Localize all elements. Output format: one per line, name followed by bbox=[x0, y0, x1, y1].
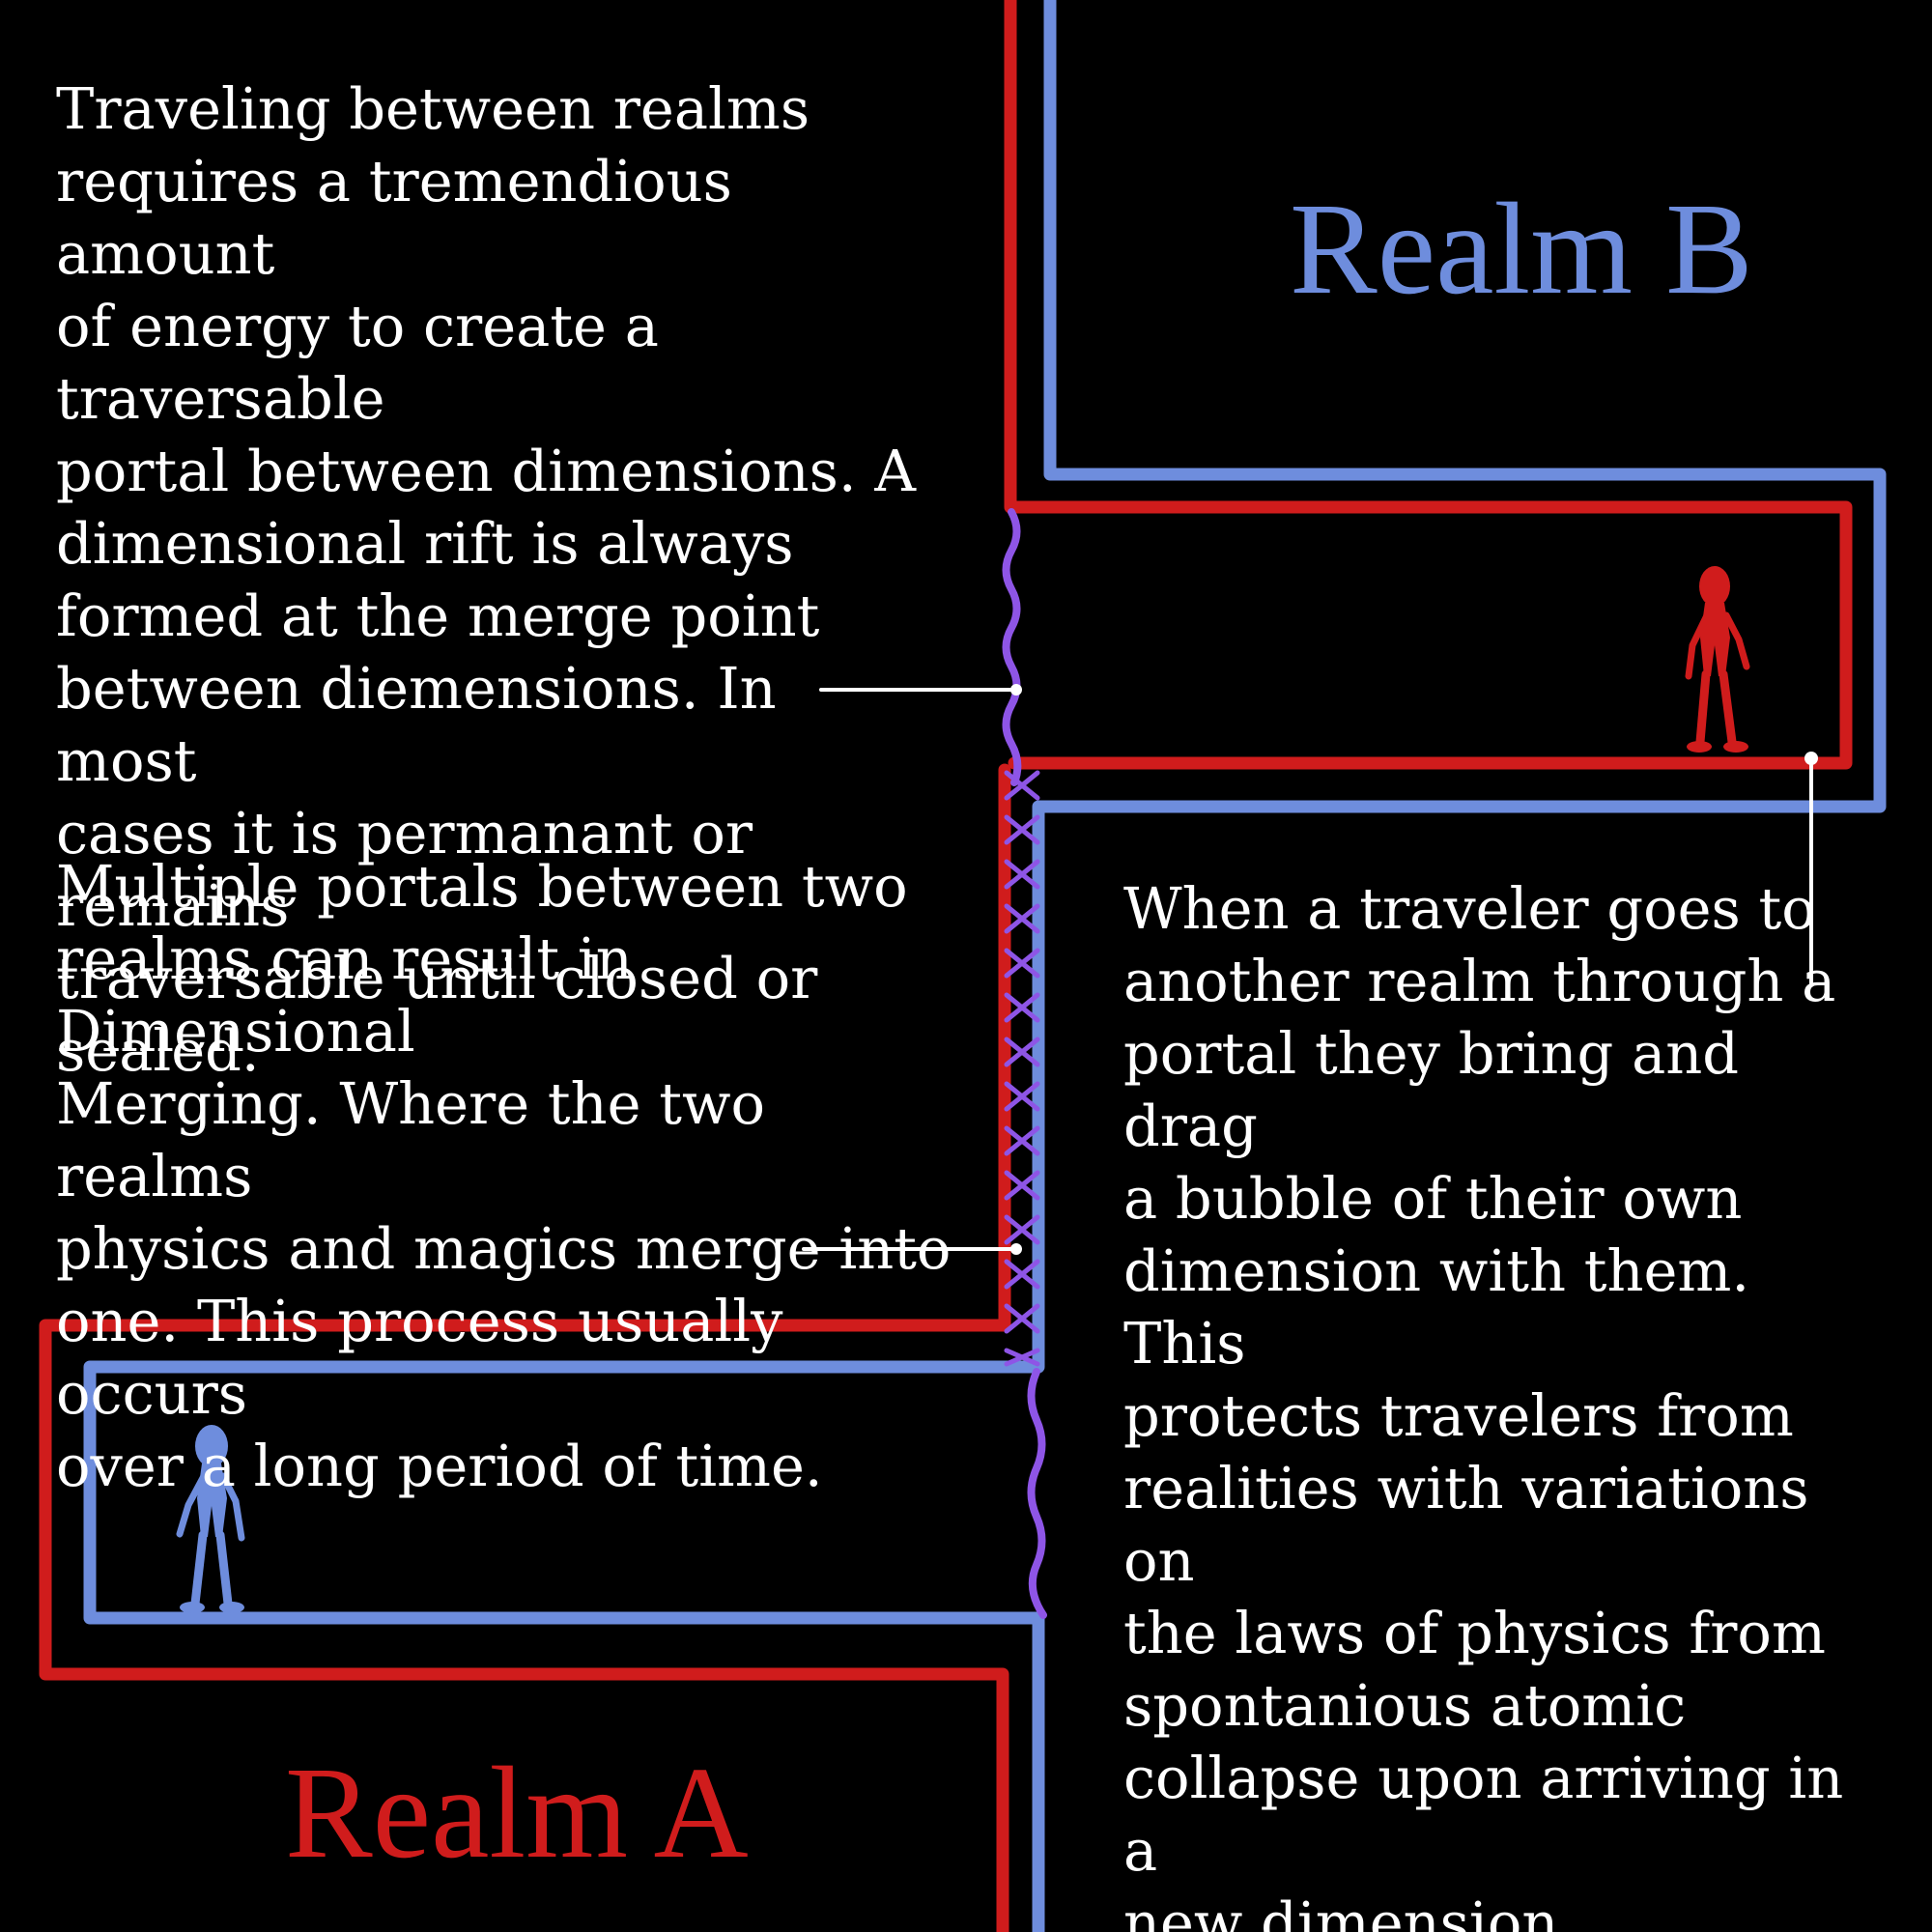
pointer-dot-rift bbox=[1010, 684, 1022, 696]
pointer-dot-merging bbox=[1010, 1243, 1022, 1255]
realm-a-boundary-upper bbox=[1004, 0, 1853, 770]
merging-stitches bbox=[1004, 770, 1040, 1367]
realm-b-label: Realm B bbox=[1290, 177, 1753, 322]
realm-b-boundary-upper bbox=[83, 0, 1887, 1932]
rift-description: Traveling between realms requires a trem… bbox=[56, 75, 917, 1084]
merging-description: Multiple portals between two realms can … bbox=[56, 853, 952, 1499]
dimensional-rift-lower bbox=[1027, 1368, 1047, 1619]
traveler-red-icon bbox=[1685, 566, 1750, 753]
realm-a-label: Realm A bbox=[285, 1741, 749, 1886]
bubble-description: When a traveler goes to another realm th… bbox=[1123, 875, 1844, 1932]
realm-a-boundary-lower bbox=[39, 763, 1011, 1932]
dimensional-rift-upper bbox=[1002, 508, 1022, 786]
pointer-dot-traveler bbox=[1804, 752, 1818, 765]
traveler-blue-icon bbox=[176, 1425, 245, 1613]
